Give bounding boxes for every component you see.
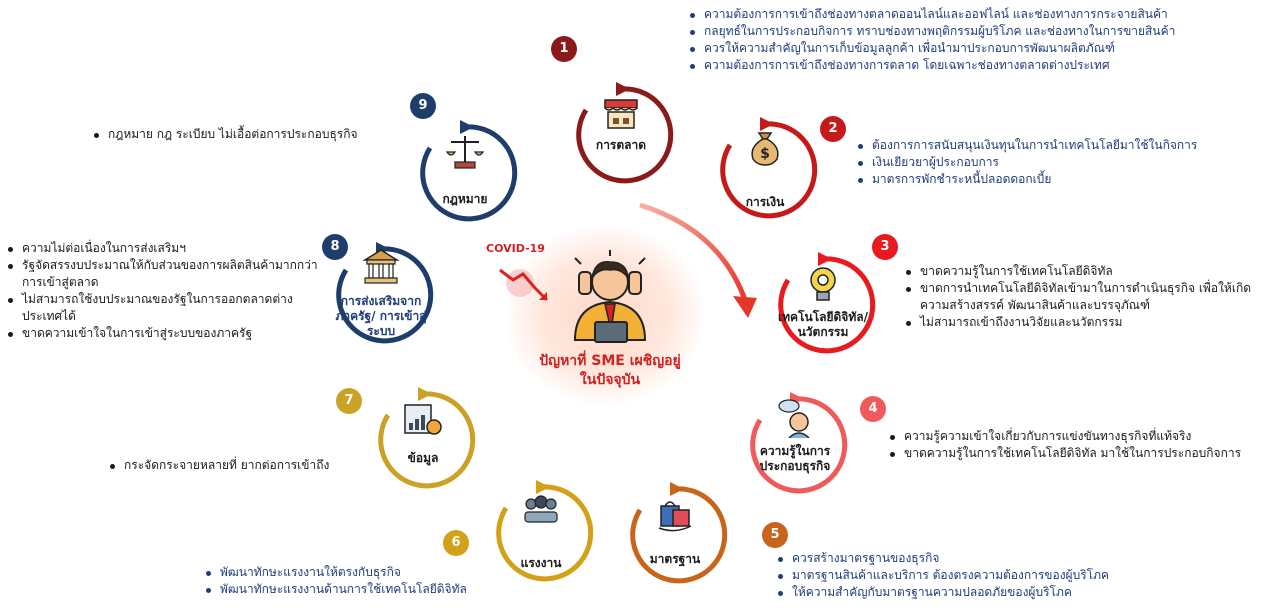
data-dashboard-icon (404, 404, 442, 435)
market-stall-icon (604, 99, 638, 129)
bullet-item: มาตรการพักชำระหนี้ปลอดดอกเบี้ย (856, 171, 1276, 188)
ring-arrow-technology (778, 252, 876, 354)
covid-decline-icon (499, 268, 549, 302)
bullets-standards: ควรสร้างมาตรฐานของธุรกิจ มาตรฐานสินค้าแล… (776, 550, 1176, 601)
topic-label-data: ข้อมูล (407, 451, 439, 465)
ring-arrow-standards (630, 482, 728, 584)
topic-number-2: 2 (820, 116, 846, 142)
topic-business-knowledge: ความรู้ในการ ประกอบธุรกิจ (740, 390, 850, 500)
ring-arrow-data (378, 387, 476, 489)
topic-label-knowledge: ความรู้ในการ ประกอบธุรกิจ (740, 444, 850, 474)
bullet-item: ควรให้ความสำคัญในการเก็บข้อมูลลูกค้า เพื… (688, 40, 1278, 57)
topic-label-marketing: การตลาด (595, 138, 647, 152)
topic-label-technology: เทคโนโลยีดิจิทัล/ นวัตกรรม (768, 310, 878, 340)
bullet-item: รัฐจัดสรรงบประมาณให้กับส่วนของการผลิตสิน… (6, 257, 320, 291)
bullet-item: ให้ความสำคัญกับมาตรฐานความปลอดภัยของผู้บ… (776, 584, 1176, 601)
topic-government-support: การส่งเสริมจาก ภาครัฐ/ การเข้าสู่ ระบบ (326, 240, 436, 350)
bullet-item: เงินเยียวยาผู้ประกอบการ (856, 154, 1276, 171)
bullet-item: ความต้องการการเข้าถึงช่องทางการตลาด โดยเ… (688, 57, 1278, 74)
bullets-finance: ต้องการการสนับสนุนเงินทุนในการนำเทคโนโลย… (856, 137, 1276, 188)
topic-label-labor: แรงงาน (520, 556, 562, 570)
topic-number-3: 3 (872, 234, 898, 260)
shopping-bag-icon (658, 501, 692, 532)
topic-number-5: 5 (762, 522, 788, 548)
topic-label-line: เทคโนโลยีดิจิทัล/ (778, 310, 868, 324)
bullet-item: กลยุทธ์ในการประกอบกิจการ ทราบช่องทางพฤติ… (688, 23, 1278, 40)
ring-arrow-marketing (576, 82, 674, 184)
bullet-item: ขาดความรู้ในการใช้เทคโนโลยีดิจิทัล มาใช้… (888, 445, 1248, 462)
topic-number-4: 4 (860, 396, 886, 422)
bullet-item: พัฒนาทักษะแรงงานให้ตรงกับธุรกิจ (204, 564, 504, 581)
bullets-marketing: ความต้องการการเข้าถึงช่องทางตลาดออนไลน์แ… (688, 6, 1278, 74)
bullets-labor: พัฒนาทักษะแรงงานให้ตรงกับธุรกิจ พัฒนาทัก… (204, 564, 504, 598)
topic-label-line: นวัตกรรม (797, 325, 849, 339)
topic-number-9: 9 (410, 93, 436, 119)
bullet-item: พัฒนาทักษะแรงงานด้านการใช้เทคโนโลยีดิจิท… (204, 581, 504, 598)
thinking-person-icon (778, 399, 810, 438)
bullets-government: ความไม่ต่อเนื่องในการส่งเสริมฯ รัฐจัดสรร… (6, 240, 320, 342)
bullet-item: ความไม่ต่อเนื่องในการส่งเสริมฯ (6, 240, 320, 257)
money-bag-icon: $ (751, 132, 779, 166)
center-title: ปัญหาที่ SME เผชิญอยู่ ในปัจจุบัน (520, 352, 700, 390)
bullets-knowledge: ความรู้ความเข้าใจเกี่ยวกับการแข่งขันทางธ… (888, 428, 1248, 462)
center-title-line-1: ปัญหาที่ SME เผชิญอยู่ (539, 353, 681, 369)
topic-label-line: ประกอบธุรกิจ (759, 459, 831, 473)
bullet-item: ความต้องการการเข้าถึงช่องทางตลาดออนไลน์แ… (688, 6, 1278, 23)
bullets-technology: ขาดความรู้ในการใช้เทคโนโลยีดิจิทัล ขาดกา… (904, 263, 1278, 331)
covid-label: COVID-19 (486, 242, 545, 255)
topic-labor: แรงงาน (486, 478, 596, 588)
topic-number-1: 1 (551, 36, 577, 62)
topic-label-line: การส่งเสริมจาก (340, 294, 422, 308)
ring-arrow-finance (720, 117, 818, 219)
bullet-item: กระจัดกระจายหลายที่ ยากต่อการเข้าถึง (108, 457, 368, 474)
bullet-item: ความรู้ความเข้าใจเกี่ยวกับการแข่งขันทางธ… (888, 428, 1248, 445)
topic-standards: มาตรฐาน (620, 480, 730, 590)
ring-arrow-law (420, 120, 518, 222)
government-building-icon (362, 249, 400, 284)
big-red-arrow-head (733, 296, 757, 318)
topic-label-line: ภาครัฐ/ การเข้าสู่ (335, 309, 427, 323)
bullet-item: ไม่สามารถใช้งบประมาณของรัฐในการออกตลาดต่… (6, 291, 320, 325)
topic-label-law: กฎหมาย (442, 192, 488, 206)
bullet-item: ขาดความรู้ในการใช้เทคโนโลยีดิจิทัล (904, 263, 1278, 280)
svg-text:$: $ (760, 146, 770, 162)
topic-label-line: ความรู้ในการ (759, 444, 831, 458)
bullet-item: ควรสร้างมาตรฐานของธุรกิจ (776, 550, 1176, 567)
bullet-item: ขาดการนำเทคโนโลยีดิจิทัลเข้ามาในการดำเนิ… (904, 280, 1278, 314)
topic-marketing: การตลาด (566, 80, 676, 190)
topic-digital-technology: เทคโนโลยีดิจิทัล/ นวัตกรรม (768, 250, 878, 360)
topic-law: กฎหมาย (410, 118, 520, 228)
bullet-item: มาตรฐานสินค้าและบริการ ต้องตรงความต้องกา… (776, 567, 1176, 584)
bullet-item: ต้องการการสนับสนุนเงินทุนในการนำเทคโนโลย… (856, 137, 1276, 154)
bullet-item: ขาดความเข้าใจในการเข้าสู่ระบบของภาครัฐ (6, 325, 320, 342)
bullet-item: ไม่สามารถเข้าถึงงานวิจัยและนวัตกรรม (904, 314, 1278, 331)
bullet-item: กฎหมาย กฎ ระเบียบ ไม่เอื้อต่อการประกอบธุ… (92, 126, 402, 143)
center-title-line-2: ในปัจจุบัน (579, 372, 641, 388)
scales-of-justice-icon (445, 136, 485, 169)
topic-number-8: 8 (322, 234, 348, 260)
topic-label-finance: การเงิน (745, 195, 785, 209)
stressed-person-icon (573, 250, 647, 343)
workers-icon (524, 495, 558, 523)
topic-finance: $ การเงิน (710, 115, 820, 225)
topic-label-line: ระบบ (366, 324, 396, 338)
lightbulb-gear-icon (810, 267, 836, 301)
topic-label-government: การส่งเสริมจาก ภาครัฐ/ การเข้าสู่ ระบบ (326, 294, 436, 339)
topic-label-standards: มาตรฐาน (649, 552, 701, 566)
topic-number-6: 6 (443, 530, 469, 556)
bullets-data: กระจัดกระจายหลายที่ ยากต่อการเข้าถึง (108, 457, 368, 474)
ring-arrow-labor (496, 480, 594, 582)
big-red-arrow (639, 202, 748, 301)
bullets-law: กฎหมาย กฎ ระเบียบ ไม่เอื้อต่อการประกอบธุ… (92, 126, 402, 143)
topic-number-7: 7 (336, 388, 362, 414)
topic-data: ข้อมูล (368, 385, 478, 495)
